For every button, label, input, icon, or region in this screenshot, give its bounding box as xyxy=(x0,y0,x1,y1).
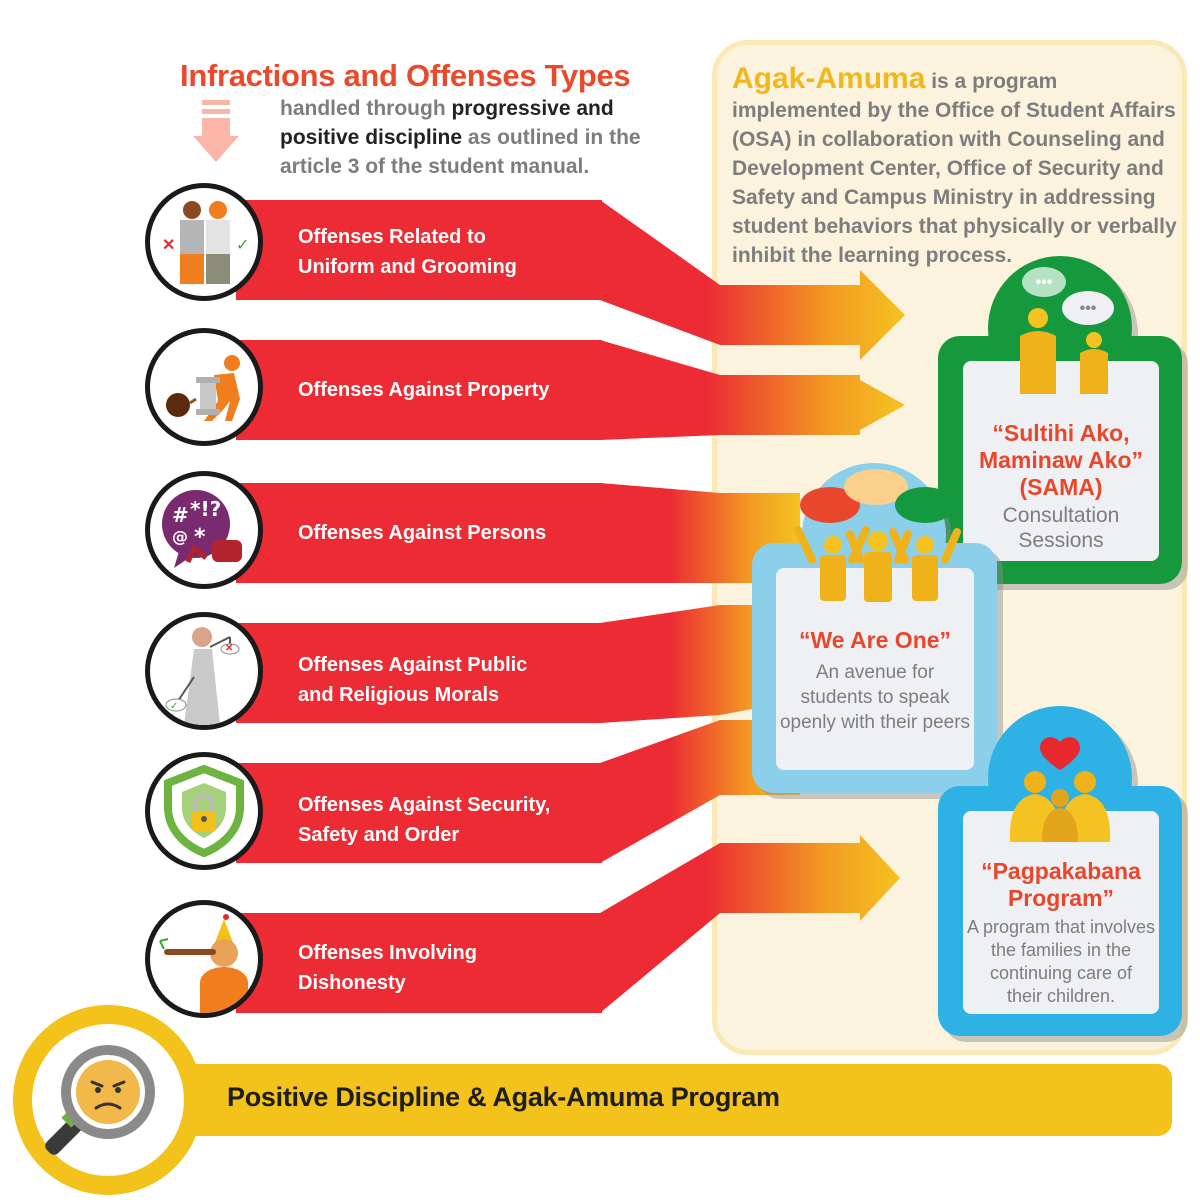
program-description: Agak-Amuma is a program implemented by t… xyxy=(732,62,1177,268)
offense-label-2: Offenses Against Property xyxy=(298,379,550,401)
svg-text:#: # xyxy=(172,503,189,527)
sama-text: “Sultihi Ako, Maminaw Ako” (SAMA) Consul… xyxy=(963,420,1159,553)
sama-title: “Sultihi Ako, Maminaw Ako” (SAMA) xyxy=(978,420,1143,500)
flow-ribbon-1 xyxy=(600,200,905,360)
footer-banner xyxy=(100,1064,1172,1136)
flow-ribbon-5 xyxy=(600,720,800,863)
we-are-one-people-icon xyxy=(794,469,961,602)
persons-icon: # *!? @ * xyxy=(145,471,263,589)
we-are-one-title: “We Are One” xyxy=(798,627,952,653)
pagpakabana-title: “Pagpakabana Program” xyxy=(981,858,1141,911)
security-icon xyxy=(145,752,263,870)
flow-ribbon-4 xyxy=(600,605,800,723)
offense-banner-4 xyxy=(236,623,602,723)
svg-text:✓: ✓ xyxy=(170,701,178,712)
svg-text:•••: ••• xyxy=(1080,300,1097,317)
dishonesty-icon xyxy=(145,900,263,1018)
offense-label-5: Offenses Against Security,Safety and Ord… xyxy=(298,794,551,846)
svg-text:✕: ✕ xyxy=(162,237,175,254)
we-are-one-description: An avenue for students to speak openly w… xyxy=(779,662,971,733)
flow-ribbon-6 xyxy=(600,835,900,1013)
offense-banner-1 xyxy=(236,200,602,300)
offense-banner-6 xyxy=(236,913,602,1013)
sama-people-icon: ••• ••• xyxy=(1020,267,1114,394)
svg-text:✓: ✓ xyxy=(236,235,249,254)
pagpakabana-description: A program that involves the families in … xyxy=(966,917,1156,1006)
morals-icon: ✕ ✓ xyxy=(145,612,263,730)
flow-ribbon-2 xyxy=(600,340,905,440)
we-are-one-text: “We Are One” An avenue for students to s… xyxy=(776,627,974,735)
svg-text:•••: ••• xyxy=(1036,274,1053,291)
magnifier-icon xyxy=(13,1005,203,1195)
svg-text:✕: ✕ xyxy=(225,643,233,654)
page-title: Infractions and Offenses Types xyxy=(180,58,631,93)
family-heart-icon xyxy=(1009,737,1111,842)
offense-banner-3 xyxy=(236,483,602,583)
svg-text:*!?: *!? xyxy=(190,497,221,521)
flow-ribbon-3 xyxy=(600,483,800,583)
offense-banner-2 xyxy=(236,340,602,440)
program-name: Agak-Amuma xyxy=(732,62,926,95)
offense-banner-5 xyxy=(236,763,602,863)
property-icon xyxy=(145,328,263,446)
sama-description: Consultation Sessions xyxy=(1002,504,1120,552)
offense-label-3: Offenses Against Persons xyxy=(298,522,547,544)
uniform-icon: ✕ ✓ xyxy=(145,183,263,301)
down-arrow-icon xyxy=(193,100,239,162)
page-subtitle: handled through progressive and positive… xyxy=(280,97,641,178)
svg-text:*: * xyxy=(194,525,206,550)
footer-label: Positive Discipline & Agak-Amuma Program xyxy=(227,1082,780,1112)
svg-text:@: @ xyxy=(172,527,188,546)
pagpakabana-text: “Pagpakabana Program” A program that inv… xyxy=(963,858,1159,1008)
